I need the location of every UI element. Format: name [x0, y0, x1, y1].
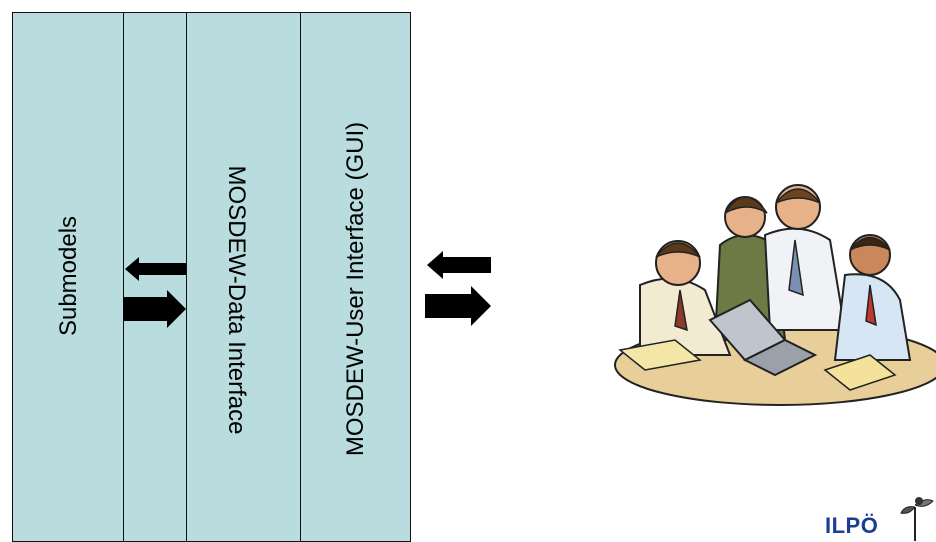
user-interface-label: MOSDEW-User Interface (GUI) [342, 122, 370, 456]
logo-text: ILPÖ [825, 513, 878, 539]
data-interface-label: MOSDEW-Data Interface [222, 166, 250, 435]
data-interface-column: MOSDEW-Data Interface [186, 12, 302, 542]
arrow-left-outer [425, 250, 493, 280]
submodels-label: Submodels [55, 216, 83, 336]
submodels-column: Submodels [12, 12, 125, 542]
ilpo-logo: ILPÖ [825, 495, 936, 542]
users-team-illustration [600, 175, 936, 410]
user-interface-column: MOSDEW-User Interface (GUI) [300, 12, 411, 542]
arrow-right-outer [425, 285, 493, 327]
logo-plant-icon [897, 495, 936, 541]
arrow-right-inner [123, 289, 188, 329]
arrow-left-inner [123, 255, 188, 283]
